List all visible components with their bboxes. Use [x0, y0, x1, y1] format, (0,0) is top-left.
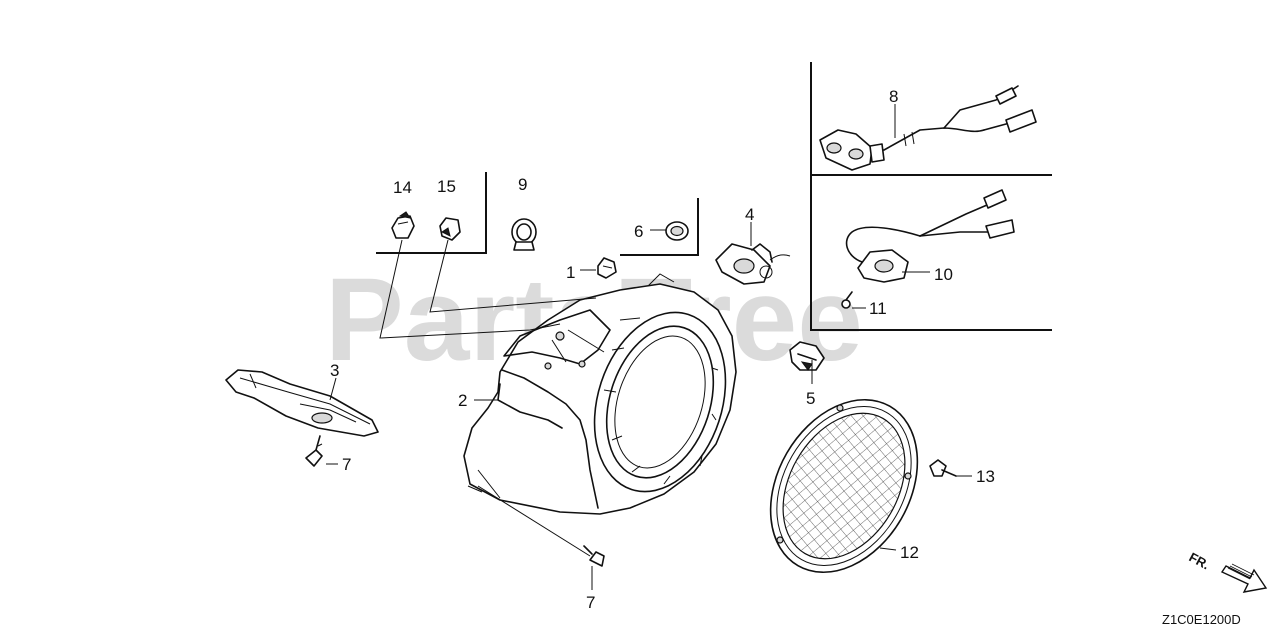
clip-part-14[interactable]	[391, 211, 415, 239]
callout-2: 2	[458, 391, 467, 410]
callout-6: 6	[634, 222, 643, 241]
harness-part-8[interactable]	[819, 85, 1037, 171]
callout-10: 10	[934, 265, 953, 284]
callout-7-left: 7	[342, 455, 351, 474]
screen-part-12[interactable]	[741, 373, 947, 598]
callout-11: 11	[869, 299, 887, 318]
front-label: FR.	[1187, 549, 1213, 572]
screw-part-11[interactable]	[841, 291, 853, 309]
switch-part-10[interactable]	[845, 189, 1015, 283]
callout-7-bottom: 7	[586, 593, 595, 612]
sensor-part-4[interactable]	[715, 243, 791, 285]
callout-5: 5	[806, 389, 815, 408]
callout-labels: 1 2 3 4 5 6 7 7 8 9 10 11 12 13 14 15	[330, 87, 995, 612]
callout-1: 1	[566, 263, 575, 282]
bolt-part-7-left[interactable]	[305, 435, 323, 467]
callout-3: 3	[330, 361, 339, 380]
leader-lines	[326, 104, 972, 590]
front-direction-indicator: FR.	[1187, 549, 1268, 593]
callout-8: 8	[889, 87, 898, 106]
cover-part-3[interactable]	[225, 369, 379, 437]
callout-15: 15	[437, 177, 456, 196]
bolt-part-13[interactable]	[929, 459, 957, 477]
bracket-part-5[interactable]	[789, 341, 825, 371]
grommet-part-6[interactable]	[665, 221, 689, 241]
callout-14: 14	[393, 178, 412, 197]
callout-4: 4	[745, 205, 754, 224]
callout-9: 9	[518, 175, 527, 194]
callout-13: 13	[976, 467, 995, 486]
callout-12: 12	[900, 543, 919, 562]
clamp-part-9[interactable]	[511, 218, 537, 251]
clip-part-1[interactable]	[597, 257, 617, 279]
fan-shroud-part-2[interactable]	[463, 273, 747, 515]
group-brackets	[376, 172, 699, 256]
bolt-part-7-bottom[interactable]	[583, 545, 605, 567]
clip-part-15[interactable]	[439, 217, 461, 241]
drawing-code: Z1C0E1200D	[1162, 612, 1241, 627]
inset-frame	[810, 62, 1052, 331]
